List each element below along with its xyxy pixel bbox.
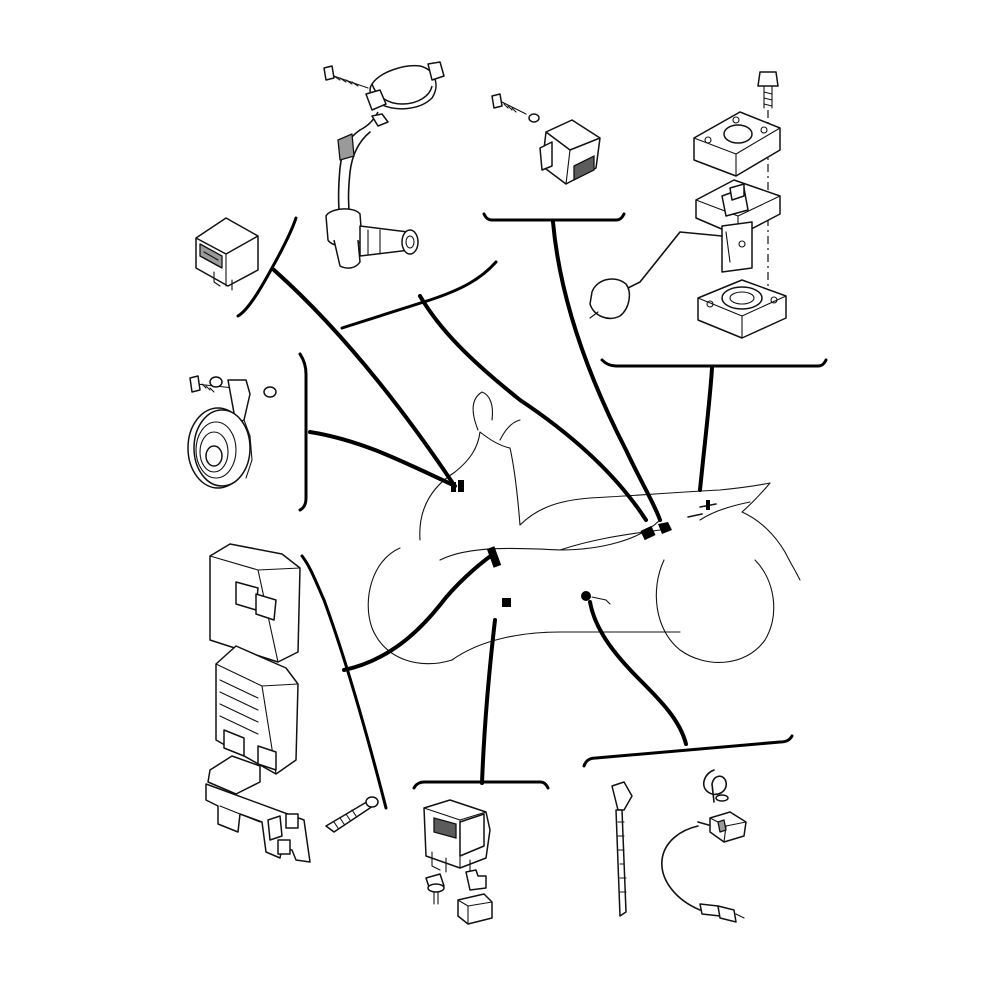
horn [187, 375, 277, 489]
ecu [205, 543, 379, 863]
cable-tie [611, 781, 633, 917]
group-brackets [236, 212, 828, 810]
flasher-relay [195, 217, 259, 291]
starter-relay [423, 799, 493, 925]
relay [491, 93, 601, 185]
fuel-sender [589, 71, 787, 339]
motorcycle-outline [367, 391, 801, 665]
leader-lines [272, 220, 714, 785]
sensor-lead [661, 769, 747, 923]
ignition-coil [323, 61, 445, 269]
location-markers [451, 480, 717, 607]
